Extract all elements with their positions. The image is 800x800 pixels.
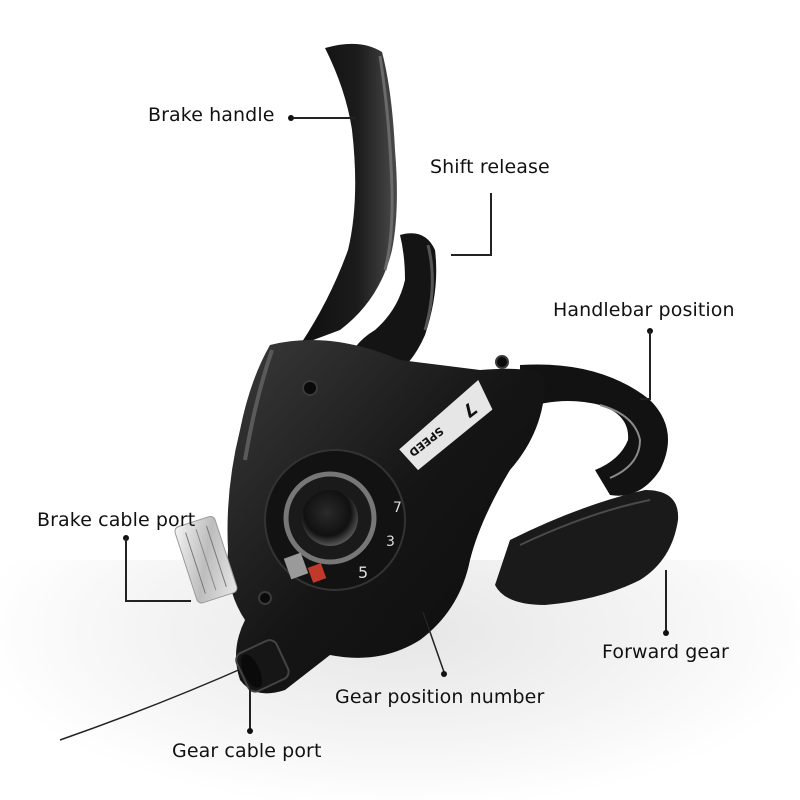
label-gear-position-number: Gear position number (335, 686, 545, 708)
gear-indicator (307, 563, 327, 583)
forward-gear-lever (495, 490, 679, 605)
leader-dot-forward-gear (663, 630, 669, 636)
label-shift-release: Shift release (430, 156, 550, 178)
leader-shift-release-vertical (490, 193, 492, 255)
label-gear-cable-port: Gear cable port (172, 740, 322, 762)
screw-top (302, 380, 318, 396)
leader-handlebar-position-horizontal (640, 398, 651, 400)
screw-right (495, 355, 509, 369)
dial-number-3: 3 (386, 534, 395, 550)
leader-dot-gear-cable-port (247, 728, 253, 734)
gear-cable-port (235, 639, 290, 693)
leader-forward-gear (665, 570, 667, 631)
leader-brake-handle (292, 117, 356, 119)
leader-brake-cable-port-vertical (125, 538, 127, 601)
leader-gear-cable-port (249, 688, 251, 730)
label-forward-gear: Forward gear (602, 641, 729, 663)
dial-number-7: 7 (393, 500, 402, 516)
leader-handlebar-position-vertical (649, 331, 651, 399)
leader-dot-brake-handle (288, 115, 294, 121)
label-brake-cable-port: Brake cable port (37, 509, 196, 531)
label-handlebar-position: Handlebar position (553, 299, 735, 321)
dial-knob (302, 490, 358, 546)
leader-shift-release-horizontal (451, 254, 492, 256)
indicator-window (283, 552, 309, 580)
screw-bottom (258, 591, 272, 605)
dial-number-5: 5 (358, 563, 368, 582)
leader-brake-cable-port-horizontal (125, 600, 191, 602)
brake-handle-lever (300, 43, 397, 345)
shift-release-paddle (345, 233, 437, 386)
label-brake-handle: Brake handle (148, 104, 275, 126)
brake-cable-port (174, 515, 238, 604)
gear-cable-wire (59, 664, 251, 741)
